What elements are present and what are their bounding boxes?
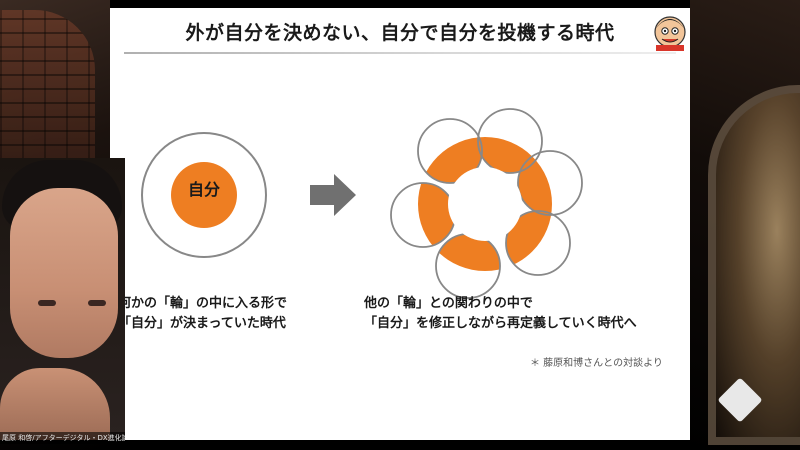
presenter-face	[10, 188, 118, 358]
concept-diagram	[141, 108, 583, 299]
ring-circle	[477, 108, 543, 174]
background-right-scene	[690, 0, 800, 450]
caption-left-line-1: 何かの「輪」の中に入る形で	[118, 296, 288, 311]
ring-circle	[517, 150, 583, 216]
presenter-eye	[88, 300, 106, 306]
outer-ring-circle	[141, 132, 267, 258]
presentation-slide: 外が自分を決めない、自分で自分を投機する時代	[110, 8, 690, 440]
presenter-video	[0, 158, 125, 440]
brick-arch-decoration	[0, 10, 95, 160]
caption-left-line-2: 「自分」が決まっていた時代	[118, 316, 286, 331]
presenter-hand	[0, 368, 110, 440]
lit-arch-decoration	[708, 85, 800, 445]
self-circle-label: 自分	[187, 180, 220, 199]
presenter-name-label: 尾原 和啓/アフターデジタル・DX進化論	[0, 432, 125, 444]
right-arrow-icon	[310, 174, 356, 216]
presenter-eye	[38, 300, 56, 306]
overlapping-circles-group	[390, 108, 583, 299]
title-divider	[124, 52, 676, 54]
ring-circle	[417, 118, 483, 184]
cartoon-face-icon	[654, 16, 686, 51]
ring-circle	[505, 210, 571, 276]
slide-title: 外が自分を決めない、自分で自分を投機する時代	[185, 22, 615, 44]
caption-right-line-1: 他の「輪」との関わりの中で	[364, 296, 533, 311]
caption-left: 何かの「輪」の中に入る形で 「自分」が決まっていた時代	[118, 294, 318, 334]
self-circle	[171, 162, 237, 228]
caption-right: 他の「輪」との関わりの中で 「自分」を修正しながら再定義していく時代へ	[364, 294, 684, 334]
source-note: ＊ 藤原和博さんとの対談より	[530, 358, 663, 369]
caption-right-line-2: 「自分」を修正しながら再定義していく時代へ	[364, 316, 637, 331]
